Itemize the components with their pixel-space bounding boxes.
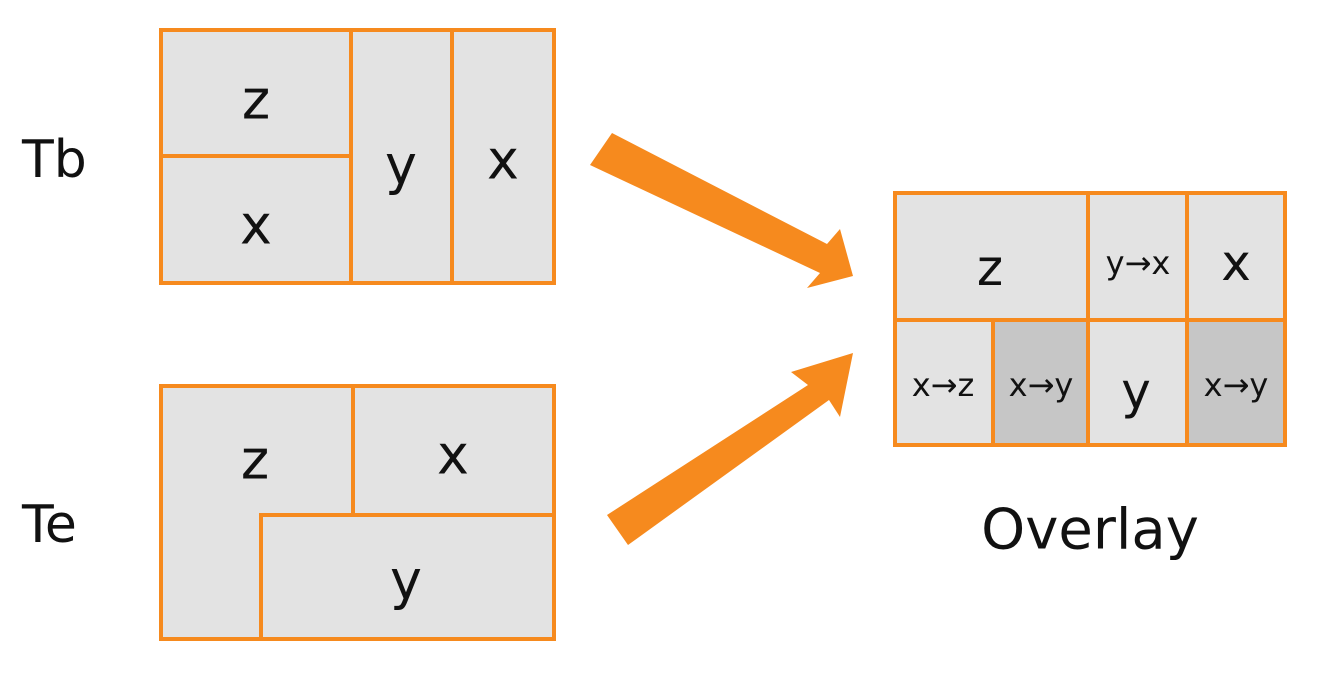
- te-cell-y: [259, 513, 556, 641]
- overlay-panel: z y→x x x→z x→y y x→y: [893, 191, 1287, 447]
- te-panel: z x y: [159, 384, 556, 641]
- tb-cell-z-label: z: [242, 69, 270, 132]
- te-cell-x-label: x: [437, 424, 469, 487]
- overlay-cell-x-label: x: [1221, 234, 1251, 292]
- tb-label: Tb: [21, 130, 87, 190]
- overlay-cell-x-to-y-right-label: x→y: [1204, 366, 1269, 404]
- tb-cell-x-bottom: [159, 154, 353, 285]
- te-cell-y-label: y: [390, 549, 422, 612]
- overlay-cell-x-to-z-label: x→z: [912, 366, 975, 404]
- overlay-caption: Overlay: [981, 498, 1199, 563]
- overlay-cell-x-to-y-left: [991, 318, 1090, 447]
- te-cell-z-label: z: [241, 429, 269, 492]
- overlay-cell-y-label: y: [1121, 362, 1151, 420]
- overlay-cell-x: [1185, 191, 1287, 322]
- te-label: Te: [21, 495, 77, 555]
- overlay-cell-x-to-z: [893, 318, 995, 447]
- overlay-cell-z-label: z: [977, 239, 1003, 297]
- arrow-tb-to-overlay: [590, 133, 853, 288]
- tb-cell-y: [349, 28, 454, 285]
- overlay-cell-x-to-y-left-label: x→y: [1009, 366, 1074, 404]
- tb-cell-y-label: y: [385, 134, 417, 197]
- tb-cell-x-bottom-label: x: [240, 194, 272, 257]
- tb-cell-x-right: [450, 28, 556, 285]
- overlay-cell-x-to-y-right: [1185, 318, 1287, 447]
- tb-cell-x-right-label: x: [487, 129, 519, 192]
- arrow-te-to-overlay: [607, 353, 853, 545]
- overlay-cell-y-to-x-label: y→x: [1106, 244, 1171, 282]
- tb-cell-z: [159, 28, 353, 158]
- tb-panel: z x y x: [159, 28, 556, 285]
